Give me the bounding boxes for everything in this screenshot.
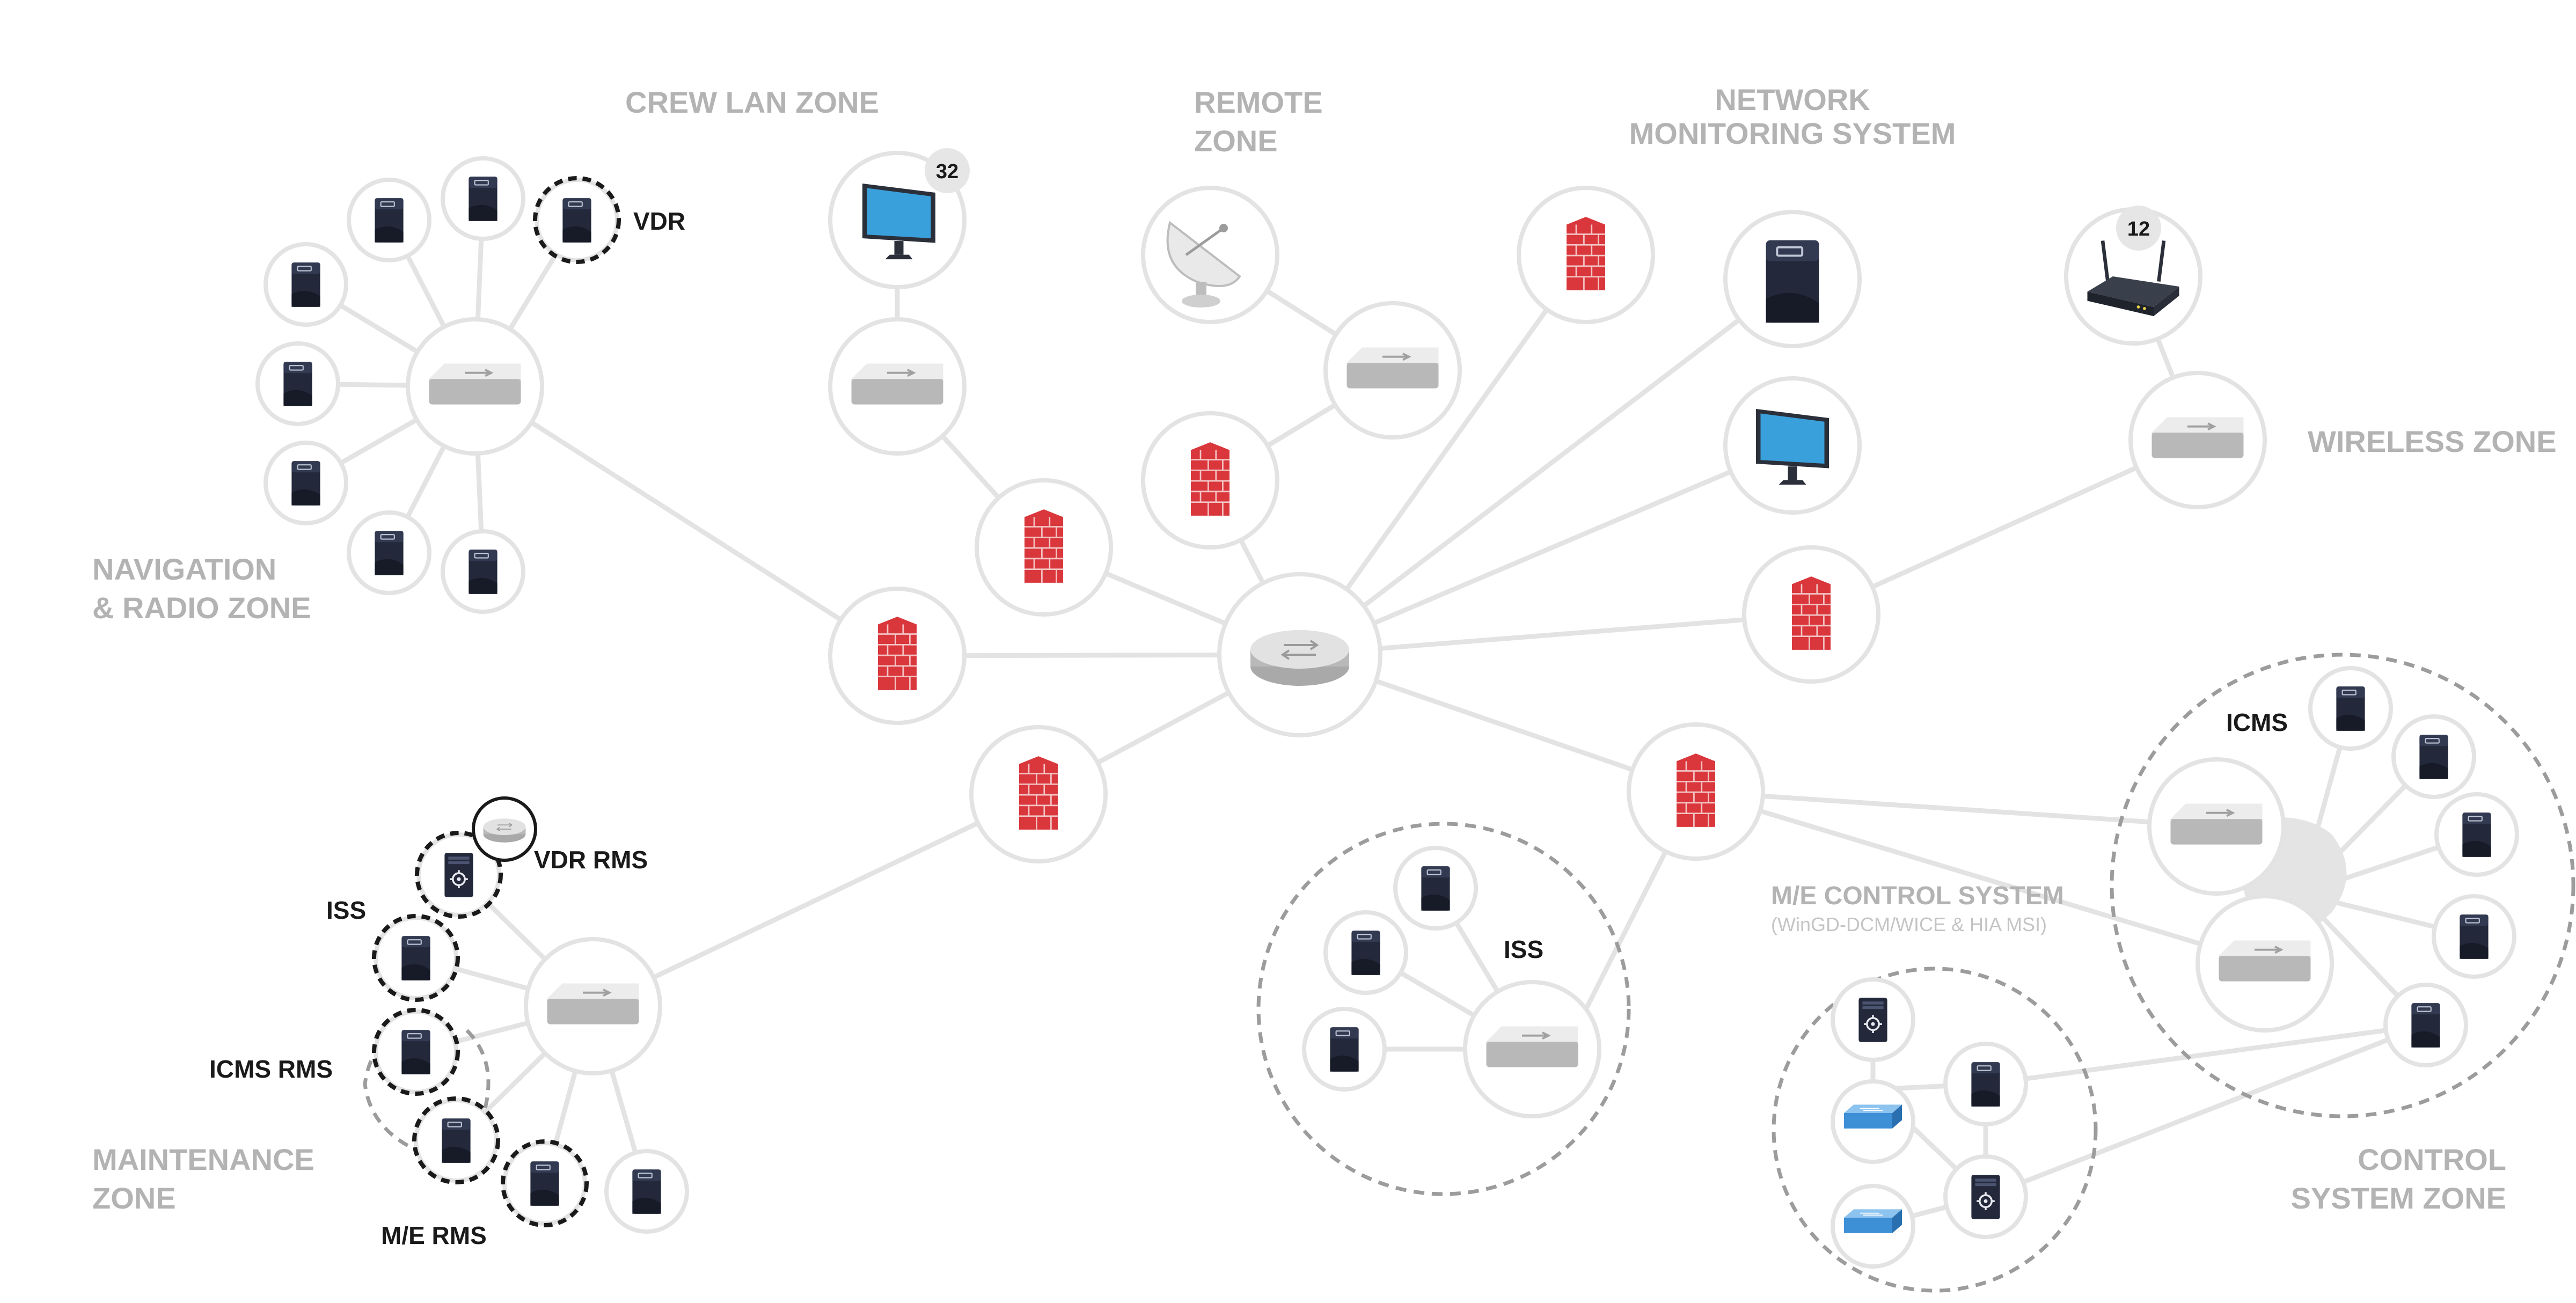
iss-maint-label: ISS (326, 896, 366, 924)
crew-monitor-count-badge: 32 (936, 160, 958, 183)
icms-label: ICMS (2226, 708, 2288, 736)
control-system-zone-label-2: SYSTEM ZONE (2291, 1181, 2506, 1215)
vdr-label: VDR (633, 207, 685, 235)
iss-group (1302, 846, 1601, 1118)
maintenance-zone (372, 796, 689, 1234)
core-router-node (1217, 572, 1382, 737)
control-system-outline (2110, 653, 2575, 1118)
iss-group-label: ISS (1504, 935, 1543, 963)
navigation-zone-label: NAVIGATION (92, 552, 276, 586)
wireless-zone-label: WIRELESS ZONE (2308, 424, 2557, 458)
nms-label-2: MONITORING SYSTEM (1629, 116, 1956, 150)
vdr-rms-label: VDR RMS (534, 846, 648, 874)
navigation-zone-label-2: & RADIO ZONE (92, 591, 311, 625)
crew-lan-zone-label: CREW LAN ZONE (625, 85, 879, 119)
control-firewall (1627, 722, 1765, 861)
icms-rms-label: ICMS RMS (209, 1055, 333, 1083)
maintenance-zone-label-2: ZONE (92, 1181, 176, 1215)
wireless-zone (1742, 206, 2267, 684)
wireless-router-count-badge: 12 (2127, 218, 2150, 240)
navigation-zone (255, 156, 621, 614)
me-rms-label: M/E RMS (381, 1221, 487, 1249)
maintenance-outline (363, 1026, 491, 1153)
me-control-outline (1772, 967, 2098, 1293)
me-control-label: M/E CONTROL SYSTEM (1771, 882, 2064, 910)
control-system-group (2147, 666, 2519, 1067)
crew-lan-zone (828, 148, 1113, 617)
remote-zone (1141, 186, 1462, 550)
maintenance-zone-label: MAINTENANCE (92, 1143, 314, 1176)
control-system-zone-label: CONTROL (2358, 1143, 2506, 1176)
nms-label: NETWORK (1715, 83, 1870, 116)
me-control-sublabel: (WinGD-DCM/WICE & HIA MSI) (1771, 913, 2047, 935)
nms-zone (1517, 186, 1862, 515)
remote-zone-label: REMOTE (1194, 85, 1323, 119)
remote-zone-label-2: ZONE (1194, 124, 1278, 158)
iss-group-outline (1256, 822, 1631, 1196)
me-control-group (1831, 977, 2028, 1269)
left-firewalls (828, 587, 1108, 863)
